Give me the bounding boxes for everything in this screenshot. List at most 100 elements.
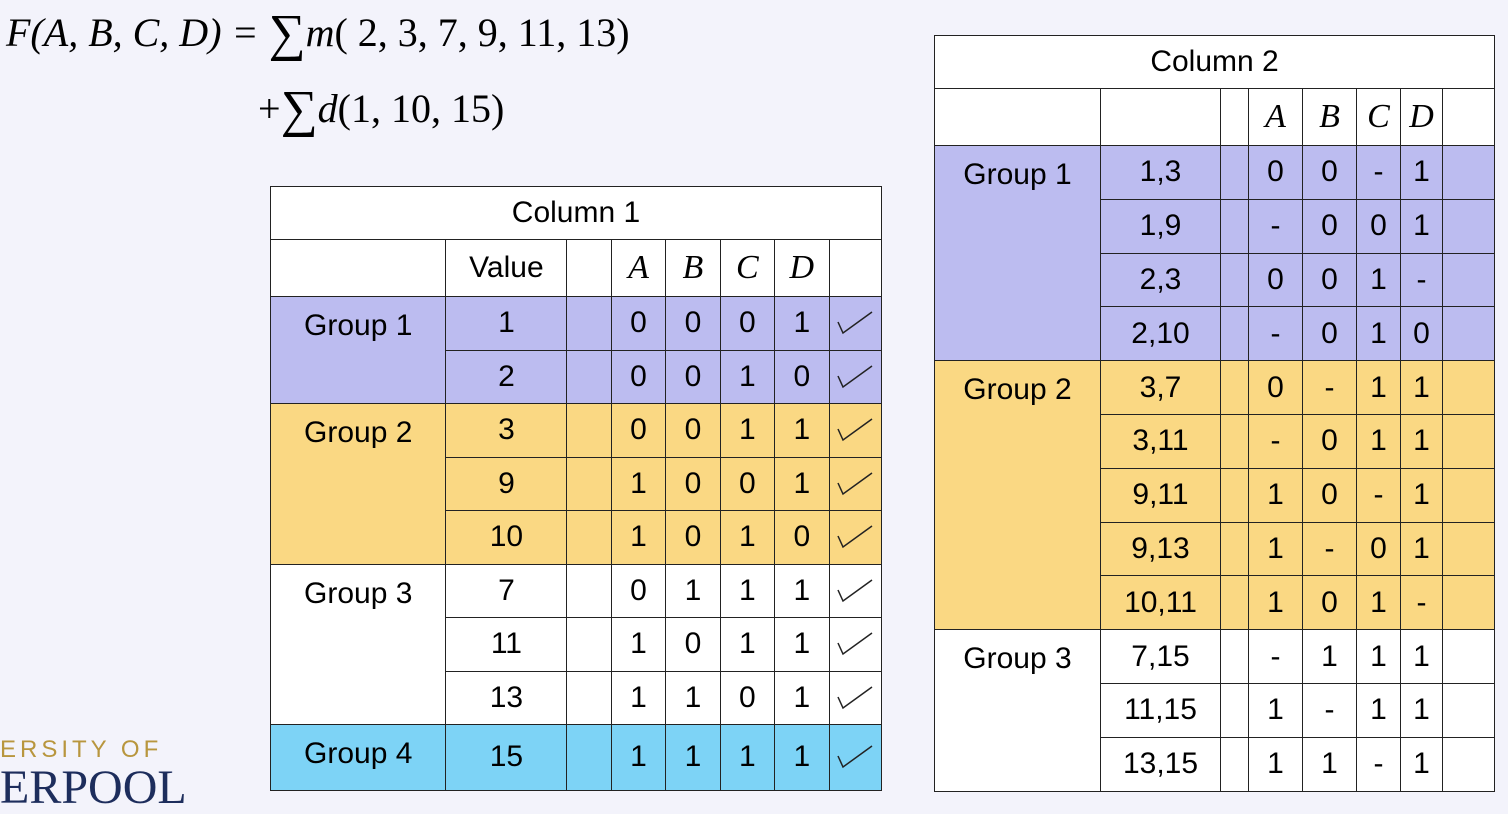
dont-care-label: d <box>317 86 338 131</box>
check-cell <box>828 349 882 404</box>
column2-title-row: Column 2 <box>933 35 1496 89</box>
bit-cell-d: 0 <box>774 510 830 565</box>
spacer-cell <box>1220 360 1249 415</box>
check-mark-icon <box>837 579 873 602</box>
column1-title-row: Column 1 <box>270 186 882 240</box>
check-cell <box>1441 252 1496 308</box>
bit-cell-c: 0 <box>719 670 776 725</box>
var-header-c: C <box>719 239 776 297</box>
bit-cell-c: - <box>1356 736 1401 792</box>
spacer-cell <box>1220 252 1249 308</box>
bit-cell-b: 0 <box>665 349 721 404</box>
logo-line2: ERPOOL <box>0 761 187 814</box>
bit-cell-c: 0 <box>719 296 776 351</box>
bit-cell-d: 1 <box>1400 360 1443 415</box>
spacer-cell <box>1220 736 1249 792</box>
bit-cell-a: - <box>1248 629 1303 684</box>
bit-cell-b: 1 <box>665 724 721 791</box>
bit-cell-c: 1 <box>1356 629 1401 684</box>
dont-care-definition: +∑d(1, 10, 15) <box>258 84 504 136</box>
group-label: Group 4 <box>269 724 447 791</box>
value-cell: 2,3 <box>1100 252 1221 308</box>
bit-cell-a: - <box>1248 413 1303 469</box>
value-cell: 10 <box>445 510 568 565</box>
check-cell <box>828 670 882 725</box>
bit-cell-a: 0 <box>1248 252 1303 308</box>
value-cell: 11,15 <box>1100 682 1221 738</box>
check-cell <box>1441 145 1496 200</box>
check-mark-icon <box>837 472 873 495</box>
check-cell <box>1441 467 1496 523</box>
value-header: Value <box>445 239 568 297</box>
bit-cell-b: 0 <box>665 617 721 672</box>
bit-cell-c: 1 <box>1356 682 1401 738</box>
bit-cell-b: 1 <box>665 563 721 618</box>
spacer-cell <box>566 403 612 458</box>
bit-cell-a: 1 <box>610 617 667 672</box>
check-cell <box>828 456 882 511</box>
bit-cell-b: 1 <box>1302 629 1357 684</box>
spacer-cell <box>1220 413 1249 469</box>
value-cell: 10,11 <box>1100 575 1221 631</box>
var-header-b: B <box>1302 88 1357 146</box>
bit-cell-c: 1 <box>1356 306 1401 362</box>
sigma-symbol: ∑ <box>280 81 318 138</box>
spacer-header <box>1220 88 1249 146</box>
bit-cell-b: 0 <box>1302 145 1357 200</box>
bit-cell-a: 1 <box>1248 521 1303 577</box>
bit-cell-a: 0 <box>610 403 667 458</box>
plus-sign: + <box>258 86 281 131</box>
value-cell: 3,7 <box>1100 360 1221 415</box>
bit-cell-c: 1 <box>1356 575 1401 631</box>
value-cell: 2,10 <box>1100 306 1221 362</box>
bit-cell-d: 1 <box>1400 629 1443 684</box>
bit-cell-c: 0 <box>1356 198 1401 254</box>
bit-cell-c: 1 <box>719 349 776 404</box>
group-label: Group 3 <box>934 629 1101 792</box>
bit-cell-d: 1 <box>1400 198 1443 254</box>
sigma-symbol: ∑ <box>268 5 306 62</box>
check-mark-icon <box>837 632 873 656</box>
bit-cell-a: 1 <box>610 724 667 791</box>
bit-cell-b: 1 <box>1302 736 1357 792</box>
bit-cell-d: 1 <box>1400 145 1443 200</box>
check-cell <box>1441 306 1496 362</box>
bit-cell-b: 0 <box>1302 467 1357 523</box>
value-cell: 11 <box>445 617 568 672</box>
bit-cell-c: 1 <box>719 724 776 791</box>
spacer-cell <box>566 456 612 511</box>
var-header-b: B <box>665 239 721 297</box>
group-label: Group 3 <box>269 563 447 725</box>
value-cell: 13,15 <box>1100 736 1221 792</box>
bit-cell-c: 0 <box>1356 521 1401 577</box>
bit-cell-d: 1 <box>1400 467 1443 523</box>
spacer-cell <box>1220 629 1249 684</box>
bit-cell-a: 0 <box>1248 145 1303 200</box>
spacer-header <box>566 239 612 297</box>
var-header-a: A <box>610 239 667 297</box>
bit-cell-d: 1 <box>774 296 830 351</box>
check-header <box>1441 88 1496 146</box>
check-cell <box>1441 360 1496 415</box>
value-cell: 9,13 <box>1100 521 1221 577</box>
check-mark-icon <box>837 418 873 442</box>
bit-cell-b: 0 <box>1302 575 1357 631</box>
bit-cell-a: 1 <box>610 456 667 511</box>
var-header-d: D <box>774 239 830 297</box>
group-label: Group 1 <box>934 144 1101 362</box>
bit-cell-d: 1 <box>1400 736 1443 792</box>
group-label: Group 2 <box>269 403 447 565</box>
group-label: Group 1 <box>269 296 447 404</box>
spacer-cell <box>566 296 612 351</box>
check-cell <box>828 617 882 672</box>
bit-cell-a: 1 <box>1248 682 1303 738</box>
value-cell: 1 <box>445 296 568 351</box>
value-cell: 13 <box>445 670 568 725</box>
check-cell <box>828 296 882 351</box>
